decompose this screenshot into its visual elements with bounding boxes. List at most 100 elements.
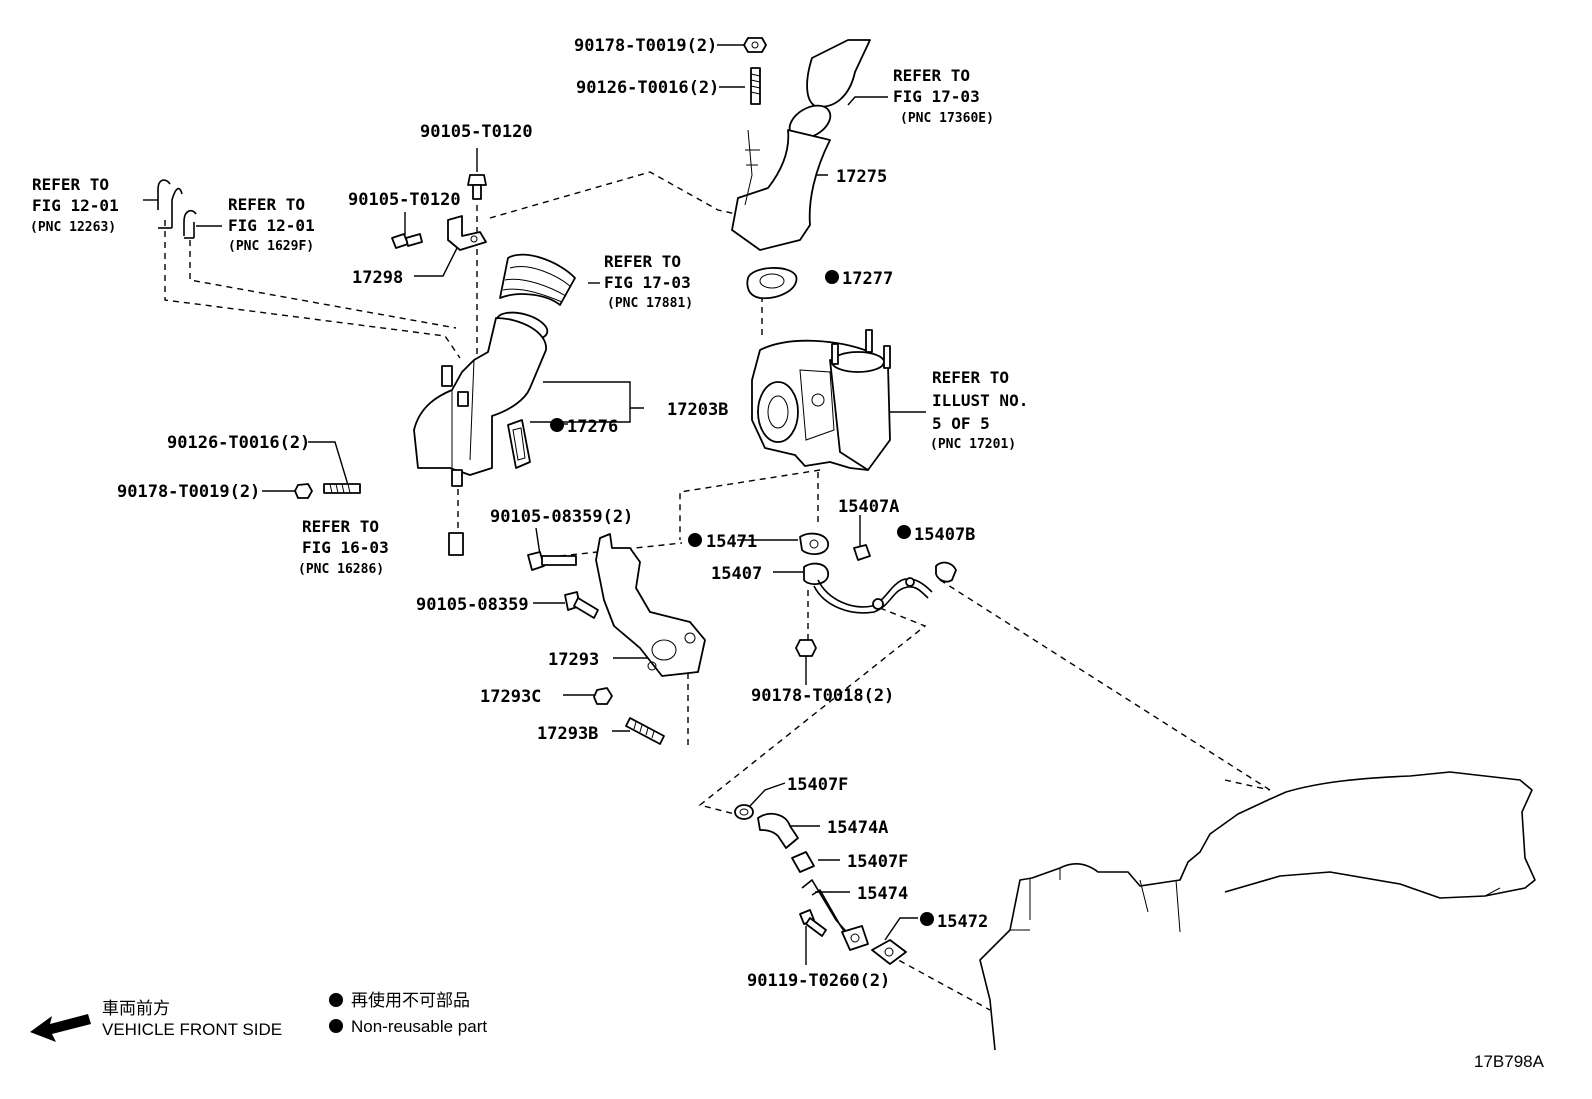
bolt-90105-08359-icon (564, 591, 599, 619)
non-reusable-legend-dot-en (329, 1019, 343, 1033)
label-17298: 17298 (352, 268, 403, 288)
label-90105-T0120-side: 90105-T0120 (348, 190, 461, 210)
svg-text:(PNC 17360E): (PNC 17360E) (900, 111, 994, 126)
nut-17293C-icon (593, 687, 613, 705)
union-15407A-icon (853, 544, 871, 561)
label-90105-08359: 90105-08359 (416, 595, 529, 615)
figure-id: 17B798A (1474, 1052, 1545, 1071)
ref-fig1201-a: REFER TO FIG 12-01 (PNC 12263) (30, 175, 119, 235)
hose-12263-icon (157, 179, 183, 229)
stud-left-icon (323, 483, 361, 494)
fitting-16286-icon (448, 532, 464, 556)
non-reusable-dot-17277 (825, 270, 839, 284)
label-17203B: 17203B (667, 400, 728, 420)
gasket-15472-icon (871, 939, 907, 965)
ref-illust: REFER TO ILLUST NO. 5 OF 5 (PNC 17201) (930, 368, 1028, 452)
reference-notes: REFER TO FIG 17-03 (PNC 17360E) REFER TO… (30, 66, 1028, 577)
label-15407B: 15407B (914, 525, 975, 545)
hose-15474A-icon (757, 812, 799, 849)
label-90105-T0120-top: 90105-T0120 (420, 122, 533, 142)
gasket-15407B-icon (935, 561, 957, 583)
label-15474A: 15474A (827, 818, 888, 838)
hose-1629F-icon (183, 209, 197, 239)
svg-text:REFER TO: REFER TO (893, 66, 970, 85)
bolt-90105-top-icon (467, 174, 487, 200)
svg-text:REFER TO: REFER TO (32, 175, 109, 194)
turbocharger-17201-icon (751, 329, 891, 471)
label-15471: 15471 (706, 532, 757, 552)
label-90105-08359-2: 90105-08359(2) (490, 507, 633, 527)
label-15407F-a: 15407F (787, 775, 848, 795)
non-reusable-dot-15471 (688, 533, 702, 547)
vehicle-front-jp: 車両前方 (102, 999, 170, 1018)
assembly-lines (164, 171, 1271, 1011)
bolt-90105-side-icon (391, 233, 423, 249)
stud-top-icon (750, 67, 761, 105)
legend: 車両前方 VEHICLE FRONT SIDE 再使用不可部品 Non-reus… (30, 990, 487, 1042)
ref-fig1703-mid: REFER TO FIG 17-03 (PNC 17881) (604, 252, 693, 311)
bracket-17293-icon (595, 533, 706, 677)
bolt-90105-08359-2-icon (527, 551, 577, 571)
label-15407F-b: 15407F (847, 852, 908, 872)
ref-fig1603: REFER TO FIG 16-03 (PNC 16286) (298, 517, 389, 577)
svg-text:FIG 17-03: FIG 17-03 (893, 87, 980, 106)
non-reusable-dot-15472 (920, 912, 934, 926)
non-reusable-en: Non-reusable part (351, 1017, 487, 1036)
non-reusable-dot-15407B (897, 525, 911, 539)
label-90178-top: 90178-T0019(2) (574, 36, 717, 56)
svg-text:(PNC 12263): (PNC 12263) (30, 220, 116, 235)
nut-90178-T0018-icon (795, 639, 817, 657)
vehicle-front-en: VEHICLE FRONT SIDE (102, 1020, 282, 1039)
non-reusable-legend-dot-jp (329, 993, 343, 1007)
stud-17293B-icon (625, 717, 665, 745)
pipe-17275-icon (731, 39, 871, 251)
gasket-15407F-a-icon (734, 804, 754, 820)
label-90178-left: 90178-T0019(2) (117, 482, 260, 502)
vehicle-front-arrow-icon (30, 1014, 91, 1042)
part-drawings (157, 37, 1536, 1051)
svg-text:FIG 12-01: FIG 12-01 (32, 196, 119, 215)
svg-text:FIG 12-01: FIG 12-01 (228, 216, 315, 235)
svg-text:REFER TO: REFER TO (932, 368, 1009, 387)
label-17293B: 17293B (537, 724, 598, 744)
gasket-17277-icon (746, 267, 798, 300)
engine-block-outline (979, 771, 1536, 1051)
svg-text:ILLUST NO.: ILLUST NO. (932, 391, 1028, 410)
svg-text:REFER TO: REFER TO (604, 252, 681, 271)
label-17277: 17277 (842, 269, 893, 289)
svg-text:FIG 16-03: FIG 16-03 (302, 538, 389, 557)
svg-text:(PNC 1629F): (PNC 1629F) (228, 239, 314, 254)
pipe-15474-icon (801, 879, 869, 951)
label-17293C: 17293C (480, 687, 541, 707)
label-15407A: 15407A (838, 497, 899, 517)
nut-top-icon (743, 37, 767, 53)
part-labels: 90178-T0019(2) 90126-T0016(2) 90105-T012… (117, 36, 988, 991)
svg-text:(PNC 17881): (PNC 17881) (607, 296, 693, 311)
svg-text:(PNC 17201): (PNC 17201) (930, 437, 1016, 452)
label-15474: 15474 (857, 884, 908, 904)
bolt-90119-icon (799, 909, 827, 937)
label-15407: 15407 (711, 564, 762, 584)
ref-fig1201-b: REFER TO FIG 12-01 (PNC 1629F) (228, 195, 315, 254)
gasket-15471-icon (799, 532, 829, 555)
svg-text:5 OF 5: 5 OF 5 (932, 414, 990, 433)
oil-pipe-15407-icon (803, 562, 933, 614)
non-reusable-markers (550, 270, 934, 926)
nut-left-icon (294, 483, 313, 499)
label-17275: 17275 (836, 167, 887, 187)
gasket-15407F-b-icon (791, 851, 815, 873)
non-reusable-jp: 再使用不可部品 (351, 990, 470, 1010)
svg-text:FIG 17-03: FIG 17-03 (604, 273, 691, 292)
svg-text:REFER TO: REFER TO (302, 517, 379, 536)
label-90126-left: 90126-T0016(2) (167, 433, 310, 453)
svg-text:REFER TO: REFER TO (228, 195, 305, 214)
label-17293: 17293 (548, 650, 599, 670)
elbow-17203B-icon (413, 317, 547, 487)
gasket-17276-icon (507, 419, 531, 469)
label-15472: 15472 (937, 912, 988, 932)
ref-fig1703-top: REFER TO FIG 17-03 (PNC 17360E) (893, 66, 994, 126)
label-17276: 17276 (567, 417, 618, 437)
bracket-17298-icon (447, 215, 487, 251)
label-90119: 90119-T0260(2) (747, 971, 890, 991)
